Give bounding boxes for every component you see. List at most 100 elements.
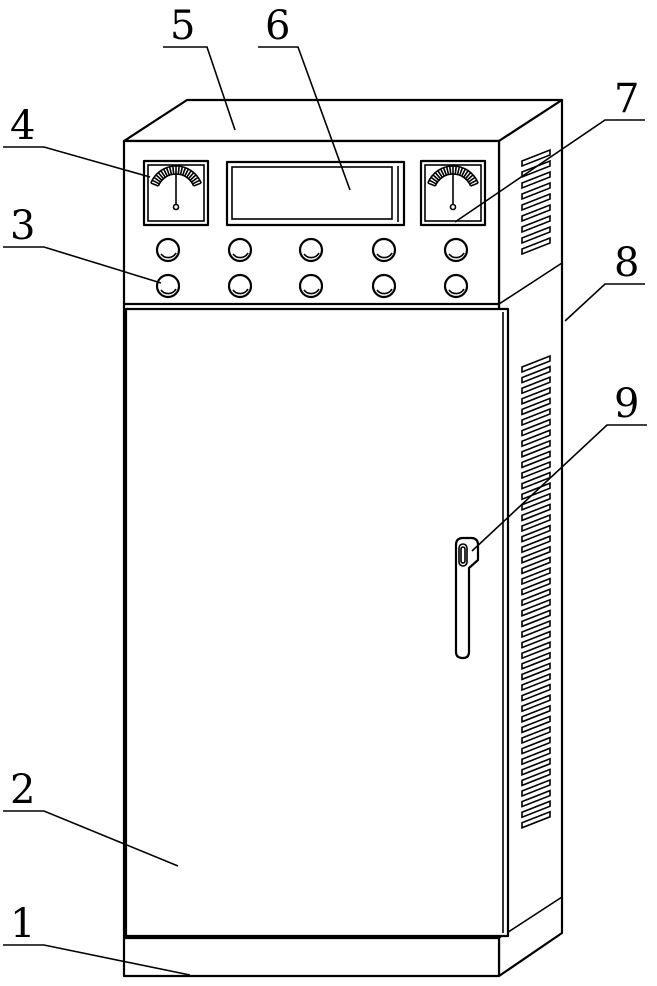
vent-slat xyxy=(521,619,551,639)
gauge-tick xyxy=(153,176,161,183)
vent-slat xyxy=(521,588,551,607)
vent-slat xyxy=(521,556,551,575)
vent-slat xyxy=(521,641,551,660)
gauge-tick xyxy=(187,172,195,180)
vent-slat xyxy=(521,418,551,437)
button-highlight xyxy=(303,252,320,259)
button-ring xyxy=(155,237,181,263)
leader-9 xyxy=(471,424,647,552)
button-ring xyxy=(298,273,324,299)
side-edge-upper xyxy=(498,262,563,305)
vent-slat xyxy=(521,789,551,808)
gauge-tick xyxy=(448,166,452,175)
control-button xyxy=(443,237,469,263)
vent-slat xyxy=(521,192,551,212)
vent-slat xyxy=(521,460,551,480)
vent-slat xyxy=(521,407,551,427)
gauge-tick xyxy=(162,168,168,177)
vent-slat xyxy=(521,354,551,374)
gauge-tick xyxy=(179,166,184,175)
upper-vent xyxy=(521,148,551,256)
vent-slat xyxy=(521,577,551,596)
button-ring xyxy=(371,273,397,299)
button-grid xyxy=(155,237,469,299)
button-highlight xyxy=(232,288,249,295)
control-button xyxy=(155,273,181,299)
handle-keyhole xyxy=(460,546,466,564)
gauge-tick xyxy=(454,166,458,175)
vent-slat xyxy=(521,225,551,245)
vent-slat xyxy=(521,609,551,628)
gauge-tick xyxy=(151,179,160,185)
gauge-tick xyxy=(458,167,464,176)
callout-7: 7 xyxy=(614,76,639,122)
control-button xyxy=(371,237,397,263)
handle-lock xyxy=(458,543,468,567)
button-highlight xyxy=(232,252,249,259)
gauge-tick xyxy=(191,176,199,183)
gauge-tick xyxy=(434,172,442,180)
handle-body xyxy=(454,536,480,660)
vent-slat xyxy=(521,800,551,819)
vent-slat xyxy=(521,439,551,458)
control-button xyxy=(443,273,469,299)
gauge-pivot xyxy=(449,203,457,211)
vent-slat xyxy=(521,214,551,234)
door-handle xyxy=(454,536,480,660)
gauge-tick xyxy=(184,168,190,177)
vent-slat xyxy=(521,181,551,201)
vent-slat xyxy=(521,630,551,649)
door-panel xyxy=(124,307,510,938)
gauge-tick xyxy=(193,182,202,187)
leader-2 xyxy=(3,810,179,867)
vent-slat xyxy=(521,148,551,168)
leader-lines xyxy=(3,46,647,976)
button-ring xyxy=(227,237,253,263)
vent-slat xyxy=(521,450,551,469)
vent-slat xyxy=(521,513,551,533)
gauge-tick xyxy=(468,176,476,183)
base-side-edge xyxy=(498,896,563,939)
gauge-inner-frame xyxy=(147,164,205,222)
vent-slat xyxy=(521,736,551,755)
leader-6 xyxy=(258,46,351,191)
gauge-tick xyxy=(470,182,479,187)
vent-slat xyxy=(521,725,551,745)
cabinet-top-face xyxy=(122,98,564,143)
gauge-tick xyxy=(181,167,187,176)
control-button xyxy=(298,273,324,299)
vent-slat xyxy=(521,757,551,776)
control-button xyxy=(227,237,253,263)
gauge-tick xyxy=(192,179,201,185)
gauge-tick xyxy=(466,174,474,181)
display-screen xyxy=(225,160,406,227)
callout-labels: 1 2 3 4 5 6 7 8 9 xyxy=(10,3,639,947)
leader-5 xyxy=(163,46,236,131)
vent-slat xyxy=(521,376,551,395)
gauge-tick xyxy=(437,170,443,178)
callout-9: 9 xyxy=(614,381,639,427)
vent-slat xyxy=(521,170,551,190)
lower-vent xyxy=(521,354,551,829)
gauge-tick xyxy=(160,170,166,178)
vent-slat xyxy=(521,715,551,734)
control-button xyxy=(298,237,324,263)
button-highlight xyxy=(160,252,177,259)
button-ring xyxy=(298,237,324,263)
gauge-tick xyxy=(171,166,175,175)
gauge-frame xyxy=(419,159,487,227)
gauge-tick xyxy=(157,172,165,180)
gauge-tick xyxy=(155,174,163,181)
control-button xyxy=(371,273,397,299)
button-ring xyxy=(371,237,397,263)
vent-slat xyxy=(521,672,551,692)
leader-7 xyxy=(454,119,645,223)
callout-1: 1 xyxy=(10,901,35,947)
callout-5: 5 xyxy=(170,3,195,49)
button-highlight xyxy=(448,288,465,295)
callout-2: 2 xyxy=(10,767,35,813)
control-button xyxy=(227,273,253,299)
gauge-tick xyxy=(469,179,478,185)
